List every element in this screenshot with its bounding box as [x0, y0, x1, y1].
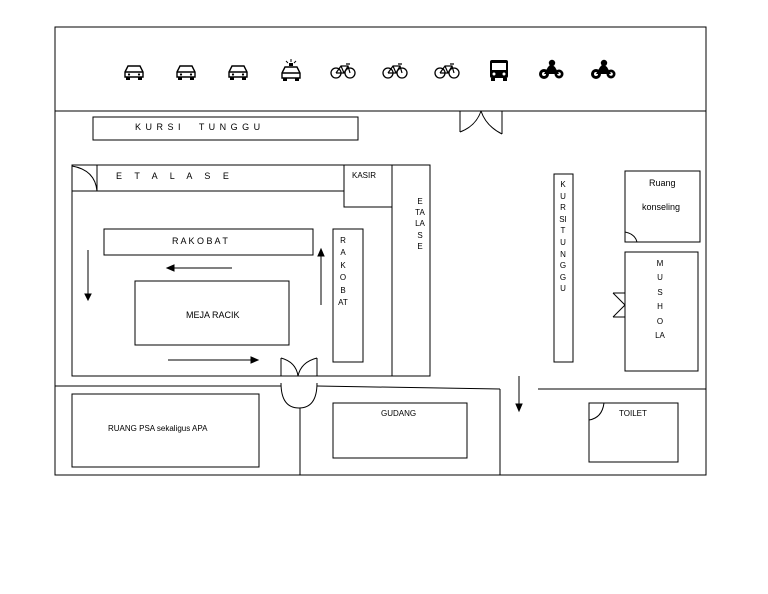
toilet-label: TOILET [619, 409, 647, 418]
motorcycle-icon [538, 58, 564, 82]
counseling-room-label-1: Ruang [649, 178, 676, 188]
corridor-walls [55, 385, 706, 475]
shelf-horizontal-label: R A K O B A T [172, 236, 228, 246]
prayer-room [624, 251, 699, 372]
counseling-door [624, 231, 638, 243]
pharmacy-corner-door [71, 165, 98, 192]
counseling-room [624, 170, 701, 243]
shelf-vertical [332, 228, 364, 363]
shelf-horizontal [103, 228, 314, 256]
display-case-label: E T A L A S E [116, 171, 229, 181]
building-outline [54, 26, 707, 476]
compounding-table [134, 280, 290, 346]
cashier-label: KASIR [352, 171, 377, 180]
psa-room [71, 393, 260, 468]
bicycle-icon [434, 58, 460, 82]
car-icon [225, 58, 251, 82]
pharmacy-room [71, 164, 431, 377]
waiting-seats-vertical-label: KURSI TUNGGU [559, 180, 567, 294]
entrance-door [459, 110, 503, 135]
prayer-room-label: MUSHOLA [655, 259, 665, 340]
toilet-room [588, 402, 679, 463]
police-car-icon [278, 58, 304, 82]
shelf-vertical-label: RAK OBAT [338, 236, 348, 307]
flow-arrows [84, 247, 523, 413]
waiting-seats-top [92, 116, 359, 141]
display-case-vertical-label: ETALASE [415, 197, 425, 251]
bus-icon [486, 58, 512, 82]
car-icon [121, 58, 147, 82]
motorcycle-icon [590, 58, 616, 82]
compounding-table-label: MEJA RACIK [186, 310, 240, 320]
warehouse [332, 402, 468, 459]
car-icon [173, 58, 199, 82]
bicycle-icon [330, 58, 356, 82]
psa-room-label: RUANG PSA sekaligus APA [108, 424, 208, 433]
cashier-box [343, 164, 393, 208]
warehouse-label: GUDANG [381, 409, 417, 418]
bicycle-icon [382, 58, 408, 82]
prayer-room-door [612, 292, 626, 318]
counseling-room-label-2: konseling [642, 202, 681, 212]
toilet-door [588, 402, 605, 421]
waiting-seats-vertical [553, 173, 574, 363]
pharmacy-door [280, 357, 318, 409]
waiting-seats-top-label: K U R S I T U N G G U [135, 122, 262, 132]
